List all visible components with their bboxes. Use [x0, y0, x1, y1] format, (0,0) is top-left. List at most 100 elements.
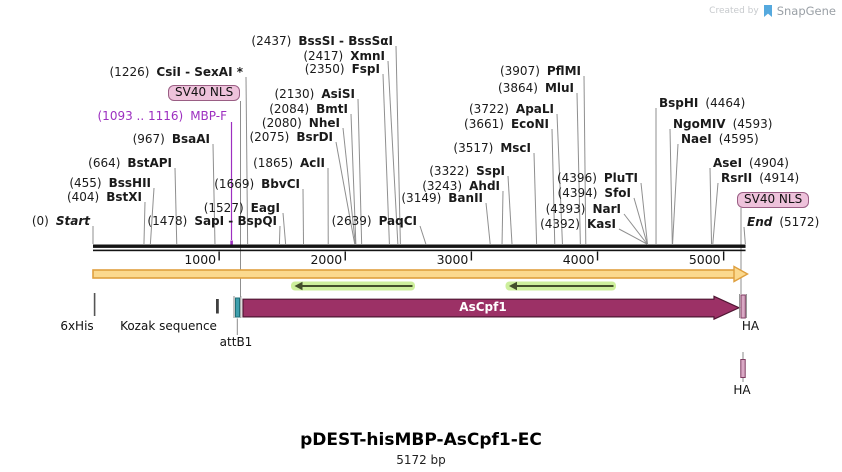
enzyme-name: SfoI: [604, 186, 631, 200]
enzyme-name: BsrDI: [296, 130, 333, 144]
feature-ha-3-bar[interactable]: [740, 294, 746, 319]
enzyme-label-kasi[interactable]: (4392)KasI: [540, 218, 616, 230]
feature-label-kozak-sequence-1[interactable]: Kozak sequence: [120, 319, 217, 333]
enzyme-label-start[interactable]: (0)Start: [32, 215, 90, 227]
leader-line-xmni: [387, 60, 399, 245]
enzyme-label-csii-sexai[interactable]: (1226)CsiI - SexAI *: [110, 66, 244, 78]
enzyme-label-paqci[interactable]: (2639)PaqCI: [332, 215, 417, 227]
ruler-tick-label-1000: 1000: [184, 252, 216, 267]
enzyme-label-sspi[interactable]: (3322)SspI: [429, 165, 505, 177]
enzyme-position: (3149): [401, 191, 442, 205]
enzyme-name: BmtI: [316, 102, 348, 116]
enzyme-label-bstxi[interactable]: (404)BstXI: [67, 191, 142, 203]
enzyme-label-ngomiv[interactable]: NgoMIV(4593): [673, 118, 772, 130]
leader-line-sapi-bspqi: [278, 225, 281, 245]
enzyme-label-bsrdi[interactable]: (2075) BsrDI: [249, 131, 333, 143]
enzyme-label-bmti[interactable]: (2084) BmtI: [269, 103, 348, 115]
feature-label-ha-4[interactable]: HA: [733, 383, 751, 397]
enzyme-label-end[interactable]: End(5172): [747, 216, 819, 228]
ruler-tick-label-5000: 5000: [689, 252, 721, 267]
leader-line-msci: [533, 152, 538, 245]
enzyme-position: (967): [132, 132, 165, 146]
enzyme-name: PaqCI: [378, 214, 417, 228]
enzyme-label-bsphi[interactable]: BspHI(4464): [659, 97, 745, 109]
enzyme-label-sfoi[interactable]: (4394)SfoI: [558, 187, 631, 199]
feature-label-ha-3[interactable]: HA: [741, 318, 760, 333]
enzyme-label-bsaai[interactable]: (967)BsaAI: [133, 133, 210, 145]
mbp-f-marker: [230, 240, 233, 245]
enzyme-position: (3661): [464, 117, 504, 131]
enzyme-position: (4593): [732, 117, 773, 131]
enzyme-position: (3864): [498, 81, 538, 95]
enzyme-label-naei[interactable]: NaeI(4595): [681, 133, 759, 145]
leader-line-bsaai: [212, 143, 216, 245]
enzyme-label-acli[interactable]: (1865)AclI: [253, 157, 325, 169]
enzyme-position: (4595): [718, 132, 759, 146]
enzyme-label-msci[interactable]: (3517)MscI: [453, 142, 531, 154]
leader-line-sfoi: [633, 197, 648, 245]
enzyme-name: AhdI: [469, 179, 500, 193]
enzyme-label-pflmi[interactable]: (3907)PflMI: [500, 65, 581, 77]
leader-line-asei: [709, 167, 713, 245]
enzyme-label-eagi[interactable]: (1527)EagI: [204, 202, 280, 214]
enzyme-label-banii[interactable]: (3149)BanII: [401, 192, 483, 204]
leader-line-bmti: [350, 113, 357, 245]
feature-ascpf1-arrow[interactable]: [242, 295, 741, 321]
feature-kozak-sequence-1-bar[interactable]: [216, 299, 219, 314]
feature-ha-4-bar[interactable]: [740, 359, 746, 378]
enzyme-name: NheI: [308, 116, 340, 130]
enzyme-position: (2417): [303, 49, 344, 63]
feature-badge-sv40-nls-1[interactable]: SV40 NLS: [737, 192, 810, 208]
enzyme-name: SspI: [476, 164, 505, 178]
enzyme-label-nhei[interactable]: (2080)NheI: [262, 117, 340, 129]
primer-label-mbp-f[interactable]: (1093 .. 1116) MBP-F: [98, 110, 228, 122]
enzyme-position: (2084): [269, 102, 310, 116]
primer-name: MBP-F: [190, 109, 227, 123]
enzyme-label-bstapi[interactable]: (664)BstAPI: [88, 157, 172, 169]
enzyme-label-mlui[interactable]: (3864)MluI: [498, 82, 574, 94]
enzyme-label-nari[interactable]: (4393)NarI: [546, 203, 621, 215]
enzyme-name: KasI: [586, 217, 616, 231]
enzyme-label-bbvci[interactable]: (1669)BbvCI: [214, 178, 300, 190]
leader-line-bbvci: [302, 188, 305, 245]
enzyme-label-bsshii[interactable]: (455)BssHII: [69, 177, 151, 189]
enzyme-label-fspi[interactable]: (2350)FspI: [305, 63, 380, 75]
feature-label-ascpf1[interactable]: AsCpf1: [459, 300, 507, 314]
enzyme-label-apali[interactable]: (3722)ApaLI: [469, 103, 554, 115]
leader-line-pflmi: [583, 75, 587, 245]
enzyme-position: (2075): [249, 130, 290, 144]
enzyme-label-econi[interactable]: (3661) EcoNI: [464, 118, 549, 130]
enzyme-position: (1478): [147, 214, 188, 228]
primer-arrow-head-1[interactable]: [509, 281, 517, 291]
enzyme-label-ahdi[interactable]: (3243)AhdI: [422, 180, 500, 192]
ruler-line-bottom: [93, 249, 746, 252]
leader-line-bstxi: [143, 201, 146, 245]
feature-label-attb1-2[interactable]: attB1: [219, 335, 253, 349]
enzyme-label-asei[interactable]: AseI(4904): [713, 157, 789, 169]
enzyme-label-pluti[interactable]: (4396)PluTI: [557, 172, 638, 184]
enzyme-position: (2350): [304, 62, 345, 76]
leader-line-sspi: [507, 175, 513, 245]
enzyme-label-bsssi-bsss-i[interactable]: (2437)BssSI - BssSαI: [251, 35, 393, 47]
enzyme-label-sapi-bspqi[interactable]: (1478)SapI - BspQI: [147, 215, 277, 227]
primer-position: (1093 .. 1116): [97, 109, 184, 123]
enzyme-name: EcoNI: [510, 117, 549, 131]
enzyme-position: (4464): [705, 96, 746, 110]
leader-line-econi: [551, 128, 556, 245]
feature-badge-sv40-nls-0[interactable]: SV40 NLS: [168, 85, 241, 101]
enzyme-label-xmni[interactable]: (2417)XmnI: [303, 50, 385, 62]
enzyme-name: AsiSI: [321, 87, 355, 101]
enzyme-name: BssSI - BssSαI: [298, 34, 393, 48]
leader-line-bsrdi: [335, 141, 356, 245]
leader-line-mlui: [576, 92, 581, 245]
primer-arrow-head-0[interactable]: [294, 281, 303, 291]
enzyme-position: (2130): [274, 87, 315, 101]
enzyme-name: MscI: [500, 141, 531, 155]
enzyme-name: Start: [55, 214, 90, 228]
enzyme-label-rsrii[interactable]: RsrII(4914): [721, 172, 799, 184]
leader-line-paqci: [419, 225, 427, 245]
feature-label-6xhis-0[interactable]: 6xHis: [60, 319, 94, 333]
feature-attb1-2-bar[interactable]: [235, 297, 240, 318]
enzyme-label-asisi[interactable]: (2130) AsiSI: [274, 88, 355, 100]
